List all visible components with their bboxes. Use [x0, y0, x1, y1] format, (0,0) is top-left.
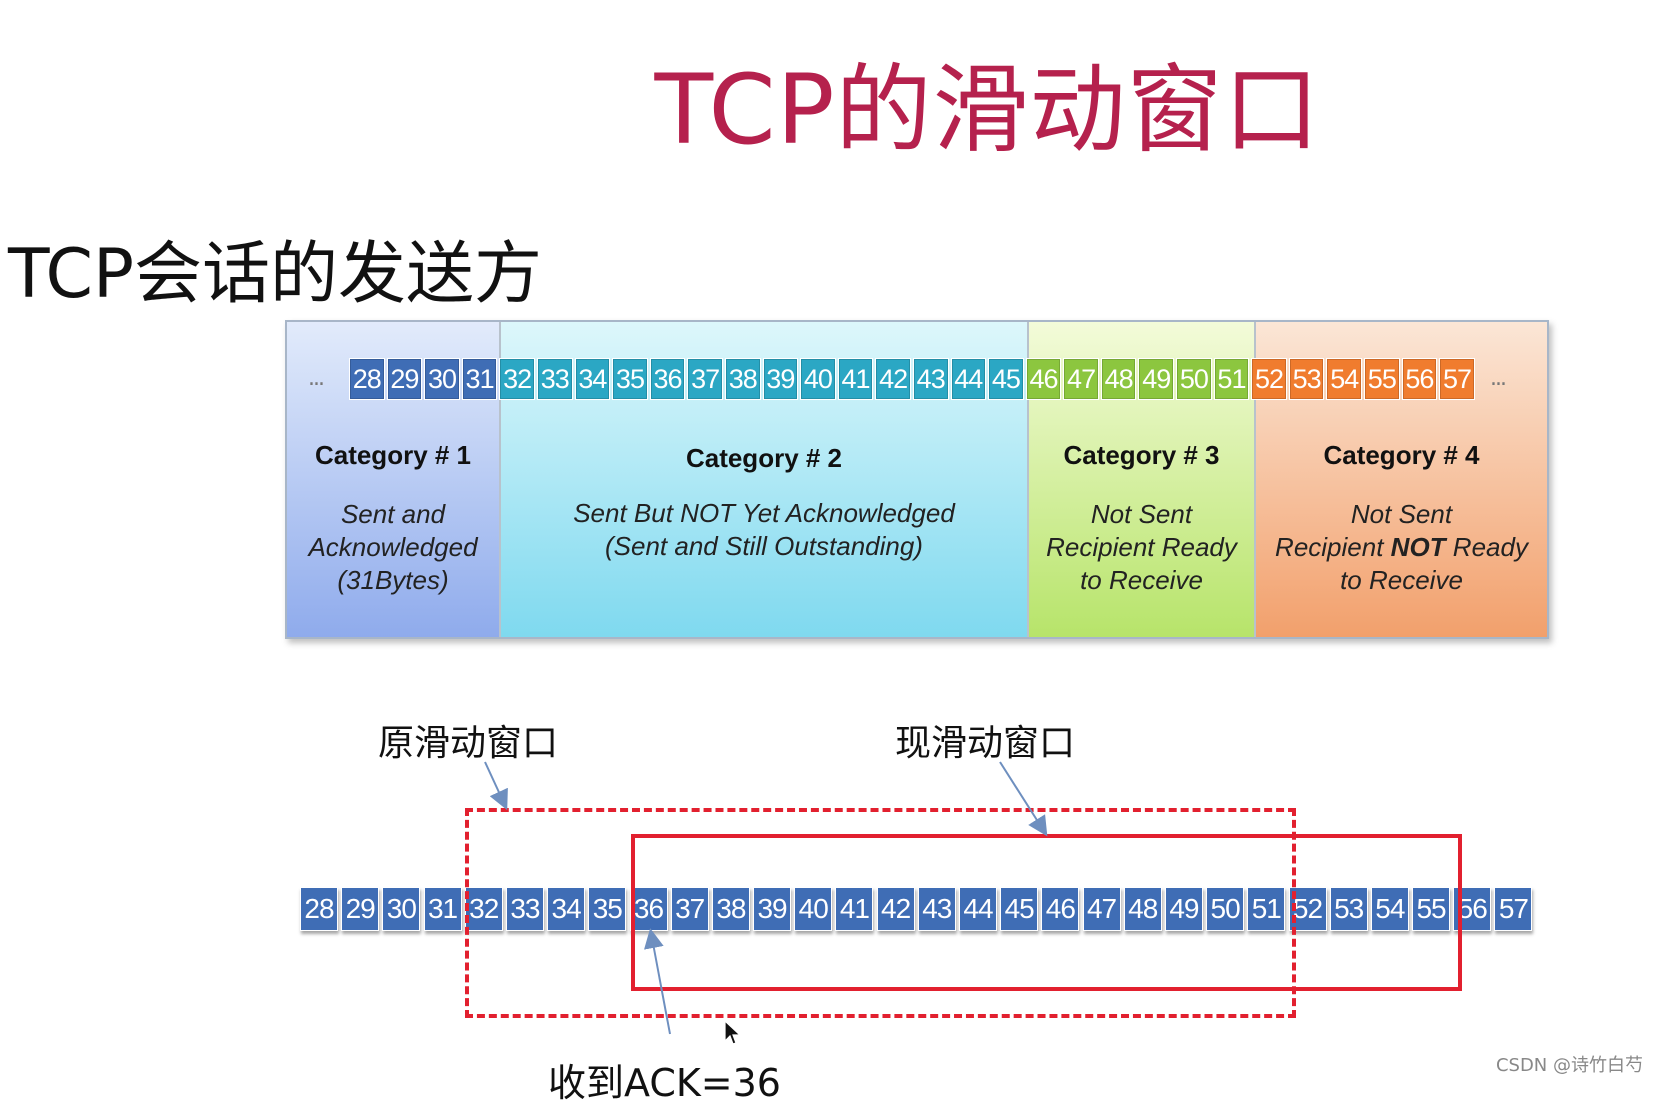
bottom-byte-cell: 47 — [1082, 887, 1121, 931]
top-byte-cell: 36 — [649, 358, 686, 400]
bottom-byte-cell: 55 — [1412, 887, 1451, 931]
category-1-line-3: (31Bytes) — [337, 565, 449, 595]
bottom-byte-cell: 53 — [1329, 887, 1368, 931]
category-4-description: Not Sent Recipient NOT Ready to Receive — [1256, 498, 1547, 597]
bottom-byte-cell: 54 — [1370, 887, 1409, 931]
top-byte-cell: 45 — [988, 358, 1024, 400]
watermark: CSDN @诗竹白芍 — [1495, 1055, 1643, 1076]
top-byte-cell: 47 — [1063, 358, 1099, 400]
top-byte-cell: 54 — [1326, 358, 1363, 400]
bottom-byte-cell: 46 — [1041, 887, 1080, 931]
bottom-byte-cell: 44 — [959, 887, 997, 931]
top-byte-cell: 33 — [536, 358, 573, 400]
category-1-description: Sent and Acknowledged (31Bytes) — [287, 498, 499, 597]
ellipsis-right: ... — [1490, 366, 1507, 391]
category-2-line-2: (Sent and Still Outstanding) — [605, 531, 923, 561]
top-byte-cell: 43 — [912, 358, 949, 400]
top-byte-cell: 34 — [574, 358, 611, 400]
bottom-byte-cell: 48 — [1123, 887, 1162, 931]
category-3-line-3: to Receive — [1080, 565, 1203, 595]
category-2-line-1: Sent But NOT Yet Acknowledged — [573, 498, 955, 528]
top-byte-cell: 50 — [1176, 358, 1212, 400]
bottom-byte-cell: 39 — [753, 887, 792, 931]
category-4-heading: Category # 4 — [1323, 440, 1480, 470]
bottom-byte-cell: 57 — [1494, 887, 1533, 931]
category-3-heading: Category # 3 — [1063, 440, 1220, 470]
mouse-pointer-icon — [724, 1019, 742, 1050]
top-byte-cell: 30 — [424, 358, 460, 400]
top-byte-cell: 57 — [1439, 358, 1475, 400]
bottom-byte-cell: 32 — [464, 887, 503, 931]
old-window-arrow — [484, 761, 508, 811]
category-1-line-2: Acknowledged — [308, 532, 478, 562]
bottom-byte-cell: 36 — [629, 887, 668, 931]
new-window-label: 现滑动窗口 — [895, 723, 1076, 764]
top-byte-cell: 41 — [837, 358, 874, 400]
section-title: TCP会话的发送方 — [8, 235, 543, 314]
top-byte-cell: 44 — [950, 358, 987, 400]
bottom-byte-cell: 29 — [341, 887, 380, 931]
bottom-byte-cell: 31 — [423, 887, 462, 931]
category-4-line-3: to Receive — [1340, 565, 1463, 595]
top-byte-cell: 32 — [499, 358, 535, 400]
bottom-byte-cell: 28 — [300, 887, 338, 931]
bottom-byte-cell: 49 — [1164, 887, 1203, 931]
category-4-line-2: Recipient NOT Ready — [1275, 532, 1528, 562]
bottom-byte-cell: 30 — [382, 887, 421, 931]
bottom-byte-cell: 41 — [835, 887, 874, 931]
top-byte-cell: 52 — [1251, 358, 1287, 400]
bottom-byte-cell: 33 — [505, 887, 544, 931]
category-4-line-1: Not Sent — [1350, 499, 1453, 529]
bottom-byte-cell: 42 — [876, 887, 915, 931]
top-byte-cell: 56 — [1401, 358, 1438, 400]
top-byte-cell: 55 — [1364, 358, 1400, 400]
bottom-byte-cell: 37 — [670, 887, 709, 931]
category-1-heading: Category # 1 — [314, 440, 472, 470]
category-3-description: Not Sent Recipient Ready to Receive — [1029, 498, 1254, 597]
ellipsis-left: ... — [308, 366, 325, 391]
top-byte-cell: 37 — [687, 358, 723, 400]
category-3-line-1: Not Sent — [1090, 499, 1193, 529]
top-byte-cell: 28 — [349, 358, 385, 400]
old-sliding-window-box — [465, 808, 1296, 1018]
top-byte-cell: 51 — [1213, 358, 1250, 400]
bottom-byte-cell: 45 — [1000, 887, 1039, 931]
top-byte-cell: 39 — [762, 358, 799, 400]
bottom-byte-cell: 50 — [1206, 887, 1245, 931]
ack-label: 收到ACK=36 — [548, 1061, 781, 1105]
top-byte-cell: 53 — [1288, 358, 1325, 400]
category-1-line-1: Sent and — [340, 499, 446, 529]
top-byte-cell: 46 — [1025, 358, 1062, 400]
top-byte-cell: 42 — [875, 358, 911, 400]
top-byte-cell: 29 — [386, 358, 423, 400]
top-byte-cell: 35 — [612, 358, 648, 400]
category-2-heading: Category # 2 — [685, 443, 843, 473]
category-2-description: Sent But NOT Yet Acknowledged (Sent and … — [501, 497, 1027, 563]
slide-title: TCP的滑动窗口 — [654, 54, 1321, 166]
bottom-byte-cell: 35 — [588, 887, 627, 931]
bottom-byte-cell: 38 — [711, 887, 750, 931]
top-byte-cell: 48 — [1100, 358, 1137, 400]
top-byte-cell: 31 — [461, 358, 498, 400]
bottom-byte-cell: 43 — [917, 887, 956, 931]
top-byte-cell: 49 — [1138, 358, 1175, 400]
category-3-line-2: Recipient Ready — [1046, 532, 1237, 562]
new-sliding-window-box — [631, 834, 1462, 991]
top-byte-cell: 38 — [724, 358, 761, 400]
bottom-byte-cell: 40 — [794, 887, 833, 931]
bottom-byte-cell: 51 — [1247, 887, 1286, 931]
bottom-byte-cell: 34 — [547, 887, 586, 931]
top-byte-cell: 40 — [800, 358, 836, 400]
old-window-label: 原滑动窗口 — [378, 723, 559, 764]
